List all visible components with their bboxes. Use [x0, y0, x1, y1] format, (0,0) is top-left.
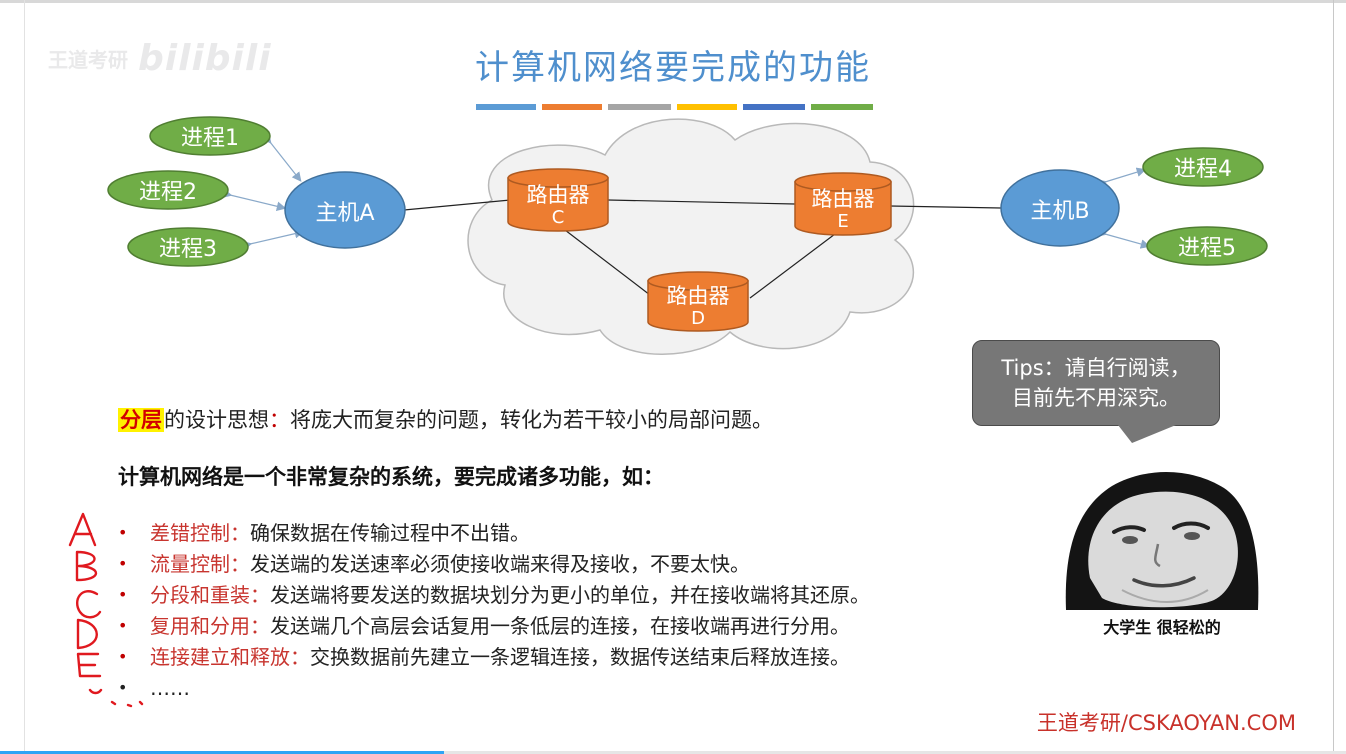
bullet-icon: • — [118, 523, 128, 542]
frame-right-border — [1333, 0, 1334, 754]
intro-tail: 将庞大而复杂的问题，转化为若干较小的局部问题。 — [290, 408, 773, 432]
process-1-node — [149, 116, 271, 156]
video-progress-fill — [0, 751, 445, 754]
list-item: • …… — [118, 673, 870, 704]
list-item: • 复用和分用：发送端几个高层会话复用一条低层的连接，在接收端再进行分用。 — [118, 611, 870, 642]
frame-left-border — [24, 0, 25, 754]
list-item: • 流量控制：发送端的发送速率必须使接收端来得及接收，不要太快。 — [118, 549, 870, 580]
ink-trailing-dots — [88, 688, 144, 708]
ink-letter-a — [68, 512, 97, 547]
feature-desc: 发送端将要发送的数据块划分为更小的单位，并在接收端将其还原。 — [270, 583, 870, 607]
host-a-node — [284, 171, 406, 249]
meme-caption: 大学生 很轻松的 — [1103, 618, 1221, 637]
tips-line-2: 目前先不用深究。 — [1012, 386, 1180, 410]
watermark-text: 王道考研 — [48, 48, 128, 72]
arrow-process2-hostA — [221, 188, 287, 211]
title-color-bar-4 — [677, 104, 737, 110]
intro-colon: ： — [269, 408, 290, 432]
process-3-node — [127, 227, 249, 267]
list-item: • 差错控制：确保数据在传输过程中不出错。 — [118, 518, 870, 549]
tips-bubble: Tips：请自行阅读， 目前先不用深究。 — [972, 340, 1220, 426]
bullet-icon: • — [118, 585, 128, 604]
link-routerE-routerD — [749, 233, 836, 299]
ink-letter-e — [76, 652, 102, 678]
list-item: • 连接建立和释放：交换数据前先建立一条逻辑连接，数据传送结束后释放连接。 — [118, 642, 870, 673]
functions-heading: 计算机网络是一个非常复杂的系统，要完成诸多功能，如： — [118, 465, 664, 489]
router-c-node — [507, 168, 609, 232]
title-color-bar-1 — [476, 104, 536, 110]
process-4-node — [1142, 147, 1264, 187]
arrow-process4-hostB — [1096, 167, 1147, 189]
title-color-bar-3 — [608, 104, 671, 110]
bilibili-logo-icon: bilibili — [138, 38, 272, 79]
title-color-bar-6 — [811, 104, 873, 110]
feature-term: 分段和重装： — [150, 583, 270, 607]
feature-term: 复用和分用： — [150, 614, 270, 638]
tips-line-1: Tips：请自行阅读， — [1001, 356, 1191, 380]
layering-intro: 分层的设计思想：将庞大而复杂的问题，转化为若干较小的局部问题。 — [118, 404, 773, 434]
title-color-bar-5 — [743, 104, 805, 110]
bilibili-watermark: 王道考研 bilibili — [48, 38, 272, 79]
frame-top-border — [0, 0, 1346, 3]
bullet-icon: • — [118, 678, 128, 697]
router-d-node — [647, 271, 749, 332]
meme-sticker: 大学生 很轻松的 — [1062, 460, 1262, 652]
process-2-node — [107, 170, 229, 210]
arrow-process1-hostA — [261, 133, 302, 182]
feature-term: 连接建立和释放： — [150, 645, 310, 669]
slide-title: 计算机网络要完成的功能 — [475, 48, 871, 88]
feature-desc: 发送端几个高层会话复用一条低层的连接，在接收端再进行分用。 — [270, 614, 850, 638]
brand-footer: 王道考研/CSKAOYAN.COM — [1036, 711, 1296, 735]
bullet-icon: • — [118, 554, 128, 573]
ink-letter-b — [75, 550, 98, 582]
feature-desc: 发送端的发送速率必须使接收端来得及接收，不要太快。 — [250, 552, 750, 576]
link-routerC-routerD — [564, 229, 651, 296]
arrow-process5-hostB — [1096, 227, 1151, 249]
layering-highlight: 分层 — [118, 408, 164, 432]
video-progress-track[interactable] — [0, 751, 1346, 754]
ink-letter-c — [75, 590, 102, 619]
bullet-icon: • — [118, 647, 128, 666]
feature-term: 流量控制： — [150, 552, 250, 576]
feature-term: 差错控制： — [150, 521, 250, 545]
arrow-process3-hostA — [241, 228, 305, 251]
ink-letter-d — [76, 618, 98, 650]
process-5-node — [1146, 226, 1268, 266]
feature-desc: 交换数据前先建立一条逻辑连接，数据传送结束后释放连接。 — [310, 645, 850, 669]
host-b-node — [1000, 169, 1120, 247]
router-e-node — [794, 172, 892, 236]
bullet-icon: • — [118, 616, 128, 635]
intro-rest: 的设计思想 — [164, 408, 269, 432]
handwritten-annotation — [68, 512, 144, 708]
feature-desc: 确保数据在传输过程中不出错。 — [250, 521, 530, 545]
tips-bubble-tail — [1118, 425, 1176, 443]
more-ellipsis: …… — [150, 676, 190, 700]
link-routerC-routerE — [607, 199, 796, 205]
feature-list: • 差错控制：确保数据在传输过程中不出错。 • 流量控制：发送端的发送速率必须使接收… — [118, 518, 870, 704]
title-color-bar-2 — [542, 104, 602, 110]
link-hostA-routerC — [403, 199, 511, 211]
list-item: • 分段和重装：发送端将要发送的数据块划分为更小的单位，并在接收端将其还原。 — [118, 580, 870, 611]
link-routerE-hostB — [889, 205, 1002, 209]
meme-face-icon — [1065, 471, 1259, 610]
